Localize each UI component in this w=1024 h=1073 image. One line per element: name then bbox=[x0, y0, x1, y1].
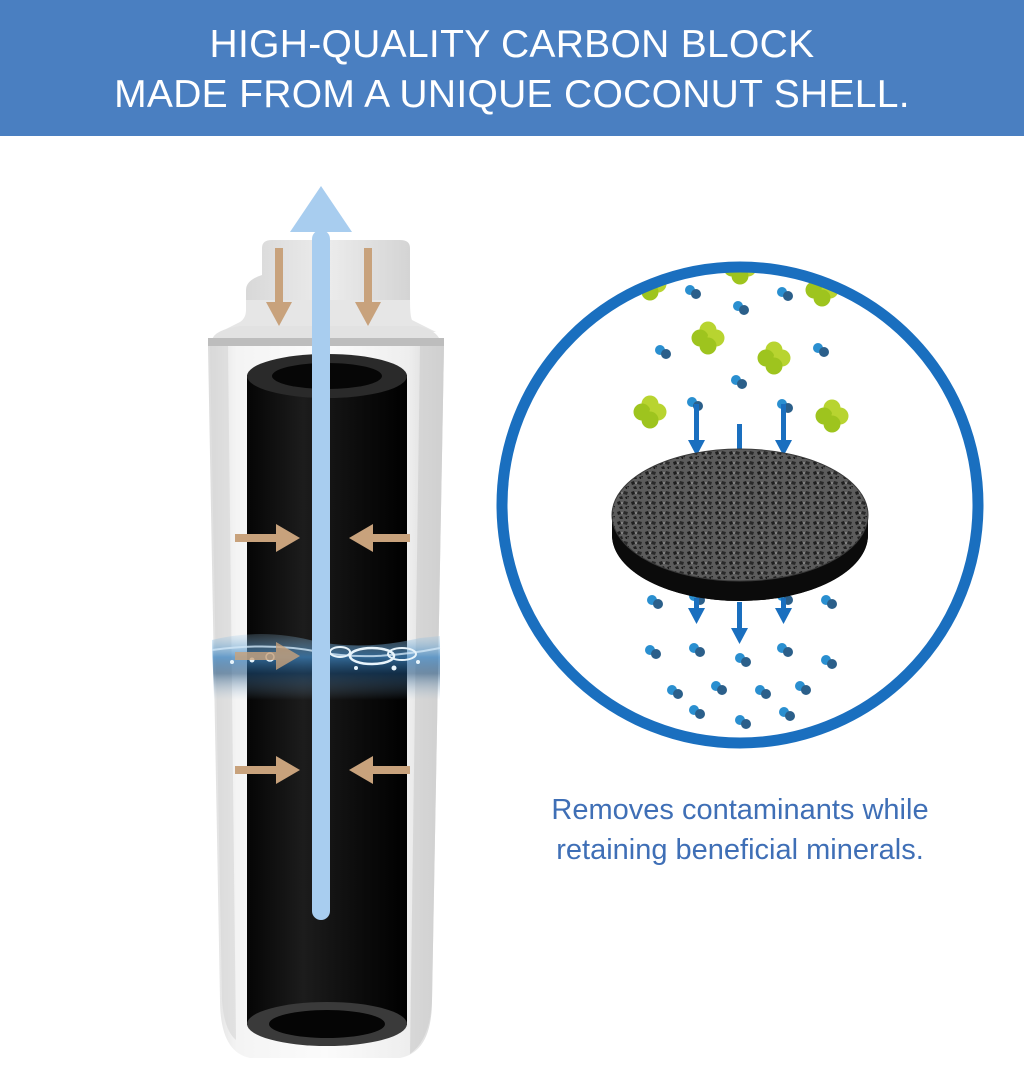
contaminant-molecule-icon bbox=[815, 399, 849, 433]
contaminant-molecule-icon bbox=[691, 321, 725, 355]
mineral-molecule-icon bbox=[821, 655, 837, 669]
mineral-molecule-icon bbox=[689, 643, 705, 657]
mineral-molecule-icon bbox=[685, 285, 701, 299]
radial-arrow-icon bbox=[349, 756, 410, 784]
mineral-molecule-icon bbox=[795, 681, 811, 695]
radial-arrow-icon bbox=[235, 756, 300, 784]
magnified-view bbox=[496, 261, 984, 749]
contaminant-molecule-icon bbox=[633, 395, 667, 429]
mineral-molecule-icon bbox=[735, 715, 751, 729]
caption: Removes contaminants while retaining ben… bbox=[490, 790, 990, 870]
mineral-molecule-icon bbox=[645, 645, 661, 659]
filter-cartridge bbox=[208, 186, 444, 1058]
outflow-arrow-icon bbox=[290, 186, 352, 232]
mineral-molecule-icon bbox=[777, 643, 793, 657]
header-title-line-1: HIGH-QUALITY CARBON BLOCK bbox=[209, 23, 815, 66]
contaminant-molecule-icon bbox=[757, 341, 791, 375]
mineral-molecule-icon bbox=[735, 653, 751, 667]
down-arrow-icon bbox=[688, 598, 705, 624]
mineral-molecule-icon bbox=[777, 287, 793, 301]
mineral-molecule-icon bbox=[821, 595, 837, 609]
mineral-molecule-icon bbox=[733, 301, 749, 315]
header-banner: HIGH-QUALITY CARBON BLOCK MADE FROM A UN… bbox=[0, 0, 1024, 136]
radial-arrow-icon bbox=[235, 524, 300, 552]
radial-arrow-icon bbox=[235, 642, 300, 670]
down-arrow-icon bbox=[731, 602, 748, 644]
magnifier-ring bbox=[496, 261, 984, 749]
carbon-disc bbox=[611, 448, 869, 601]
mineral-molecule-icon bbox=[779, 707, 795, 721]
carbon-block-bottom bbox=[269, 1010, 385, 1038]
mineral-molecule-icon bbox=[731, 375, 747, 389]
mineral-molecule-icon bbox=[667, 685, 683, 699]
inflow-arrow-icon bbox=[355, 248, 381, 326]
caption-line-1: Removes contaminants while bbox=[551, 794, 929, 826]
caption-line-2: retaining beneficial minerals. bbox=[556, 834, 924, 866]
outflow-channel bbox=[312, 230, 330, 920]
mineral-molecule-icon bbox=[711, 681, 727, 695]
mineral-molecule-icon bbox=[755, 685, 771, 699]
mineral-molecule-icon bbox=[647, 595, 663, 609]
radial-arrow-icon bbox=[349, 524, 410, 552]
down-arrow-icon bbox=[688, 404, 705, 456]
mineral-molecule-icon bbox=[689, 705, 705, 719]
header-title-line-2: MADE FROM A UNIQUE COCONUT SHELL. bbox=[114, 73, 910, 116]
inflow-arrow-icon bbox=[266, 248, 292, 326]
mineral-molecule-icon bbox=[655, 345, 671, 359]
down-arrow-icon bbox=[775, 598, 792, 624]
down-arrow-icon bbox=[775, 404, 792, 456]
mineral-molecule-icon bbox=[813, 343, 829, 357]
